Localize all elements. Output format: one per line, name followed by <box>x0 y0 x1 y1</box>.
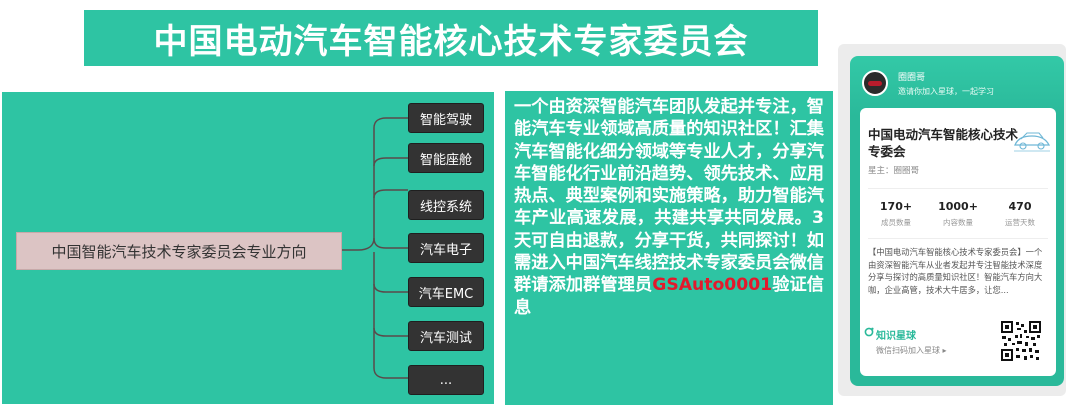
invite-message: 邀请你加入星球，一起学习 <box>898 87 994 96</box>
group-owner: 星主：圈圈哥 <box>868 166 920 176</box>
mindmap-panel: 中国智能汽车技术专家委员会专业方向 智能驾驶 智能座舱 线控系统 汽车电子 汽车… <box>2 92 494 404</box>
description-suffix: 验证信息 <box>514 275 824 318</box>
branch-auto-electronics: 汽车电子 <box>408 233 484 263</box>
title-banner: 中国电动汽车智能核心技术专家委员会 <box>84 10 818 66</box>
page-title: 中国电动汽车智能核心技术专家委员会 <box>153 21 749 62</box>
mindmap-root-node: 中国智能汽车技术专家委员会专业方向 <box>16 232 342 270</box>
qr-code-icon <box>1000 320 1042 362</box>
branch-smart-driving: 智能驾驶 <box>408 103 484 133</box>
stat-members: 170+ 成员数量 <box>866 200 926 228</box>
planet-brand-label: 知识星球 <box>876 331 916 342</box>
branch-smart-cockpit: 智能座舱 <box>408 143 484 173</box>
planet-logo-icon <box>864 327 874 337</box>
divider <box>868 188 1048 189</box>
stat-members-value: 170+ <box>879 200 913 213</box>
stat-content-value: 1000+ <box>938 200 978 213</box>
stat-days-value: 470 <box>1008 200 1032 213</box>
stat-members-label: 成员数量 <box>881 218 911 227</box>
group-title: 中国电动汽车智能核心技术专委会 <box>868 127 1019 159</box>
description-body: 一个由资深智能汽车团队发起并专注，智能汽车专业领域高质量的知识社区！汇集汽车智能… <box>514 97 824 296</box>
stat-content-label: 内容数量 <box>943 218 973 227</box>
avatar <box>862 70 888 96</box>
branch-auto-testing: 汽车测试 <box>408 321 484 351</box>
mindmap-connectors <box>340 117 408 379</box>
divider <box>868 238 1048 239</box>
branch-more: ... <box>408 365 484 395</box>
branch-auto-emc: 汽车EMC <box>408 277 484 307</box>
description-panel: 一个由资深智能汽车团队发起并专注，智能汽车专业领域高质量的知识社区！汇集汽车智能… <box>505 91 833 405</box>
scan-to-join-hint[interactable]: 微信扫码加入星球 ▸ <box>876 346 947 355</box>
car-logo-icon <box>1014 132 1051 152</box>
stat-content: 1000+ 内容数量 <box>928 200 988 228</box>
group-intro: 【中国电动汽车智能核心技术专家委员会】一个由资深智能汽车从业者发起并专注智能技术… <box>868 247 1043 295</box>
avatar-car-icon <box>868 81 882 86</box>
inviter-name: 圈圈哥 <box>898 73 926 83</box>
description-text: 一个由资深智能汽车团队发起并专注，智能汽车专业领域高质量的知识社区！汇集汽车智能… <box>514 96 824 319</box>
branch-by-wire: 线控系统 <box>408 190 484 220</box>
stat-days: 470 运营天数 <box>990 200 1050 228</box>
stat-days-label: 运营天数 <box>1005 218 1035 227</box>
admin-wechat-id: GSAuto0001 <box>652 275 773 296</box>
